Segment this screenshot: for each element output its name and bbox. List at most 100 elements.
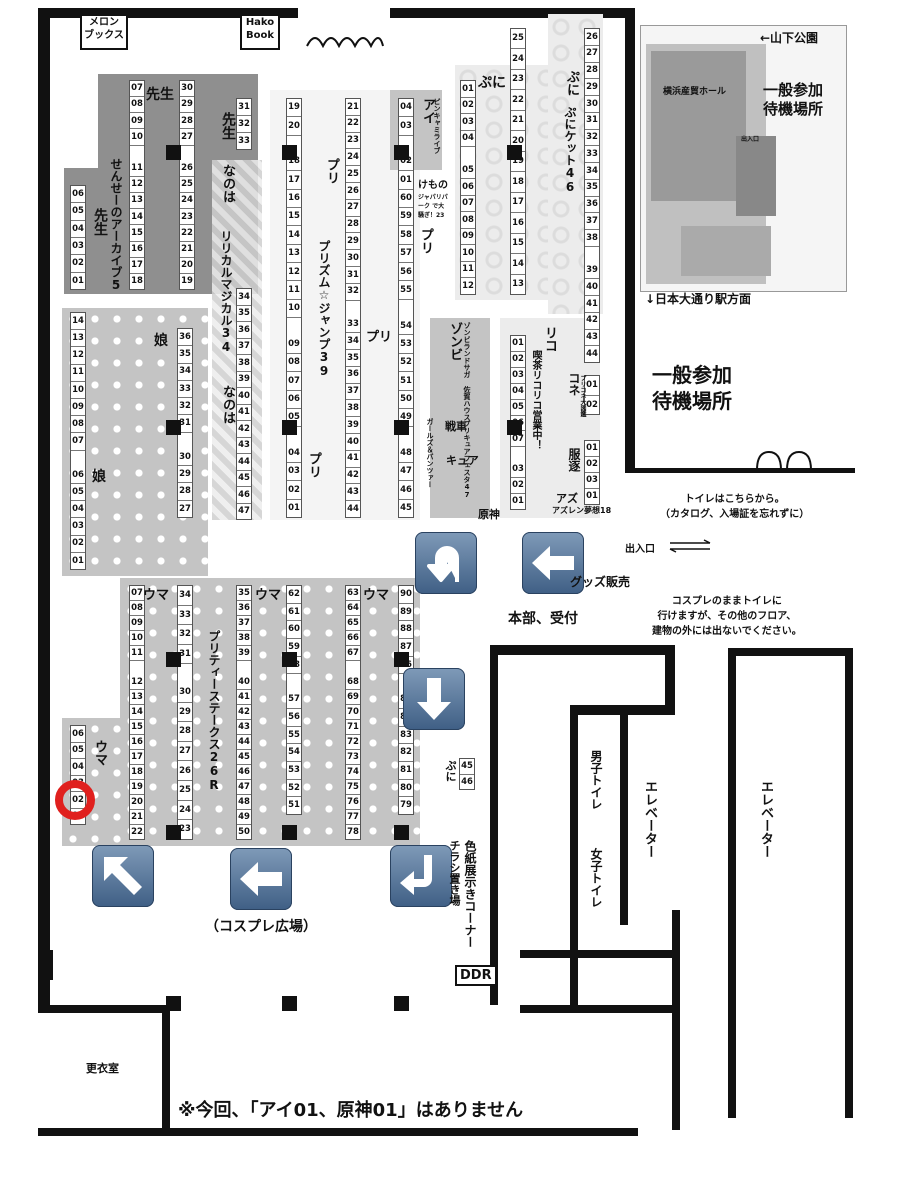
- circle-space[interactable]: 17: [130, 750, 144, 765]
- circle-space[interactable]: 28: [178, 722, 192, 742]
- circle-space[interactable]: 25: [346, 166, 360, 183]
- circle-space[interactable]: 21: [130, 810, 144, 825]
- circle-space[interactable]: 20: [287, 117, 301, 136]
- circle-space[interactable]: 37: [346, 384, 360, 401]
- circle-space[interactable]: 45: [237, 471, 251, 487]
- circle-space[interactable]: 51: [288, 800, 300, 811]
- circle-space[interactable]: 10: [130, 631, 144, 646]
- circle-space[interactable]: 28: [178, 483, 192, 501]
- circle-space[interactable]: 13: [130, 193, 144, 210]
- circle-space[interactable]: 25: [178, 781, 192, 801]
- circle-space[interactable]: 23: [179, 824, 191, 835]
- circle-space[interactable]: 37: [585, 213, 599, 230]
- circle-space[interactable]: 62: [287, 586, 301, 604]
- circle-space[interactable]: 40: [585, 279, 599, 296]
- circle-space[interactable]: 02: [511, 478, 525, 495]
- circle-space[interactable]: 31: [585, 113, 599, 130]
- circle-space[interactable]: 03: [71, 518, 85, 536]
- circle-space[interactable]: 41: [237, 690, 251, 705]
- circle-space[interactable]: 47: [399, 463, 413, 482]
- circle-space[interactable]: 14: [130, 705, 144, 720]
- circle-space[interactable]: 36: [237, 601, 251, 616]
- circle-space[interactable]: 49: [237, 810, 251, 825]
- circle-space[interactable]: 02: [585, 457, 599, 473]
- group-azu[interactable]: アズ: [556, 492, 578, 505]
- group-puri-2[interactable]: プリ: [418, 228, 433, 254]
- circle-space[interactable]: 32: [237, 116, 251, 133]
- circle-space[interactable]: 09: [287, 335, 301, 354]
- circle-space[interactable]: 39: [346, 417, 360, 434]
- circle-space[interactable]: 42: [237, 705, 251, 720]
- circle-space[interactable]: 73: [346, 750, 360, 765]
- circle-space[interactable]: 30: [178, 449, 192, 467]
- circle-space[interactable]: 35: [178, 346, 192, 364]
- circle-space[interactable]: 81: [399, 762, 413, 780]
- circle-space[interactable]: 06: [287, 391, 301, 409]
- circle-space[interactable]: 17: [511, 193, 525, 214]
- circle-space[interactable]: 40: [237, 675, 251, 690]
- circle-space[interactable]: 34: [237, 289, 251, 306]
- circle-space[interactable]: 01: [512, 496, 524, 507]
- group-puni-2[interactable]: ぷに: [564, 70, 579, 96]
- circle-space[interactable]: 26: [585, 29, 599, 46]
- circle-space[interactable]: 03: [461, 114, 475, 131]
- circle-space[interactable]: 27: [178, 742, 192, 762]
- circle-space[interactable]: 07: [287, 372, 301, 391]
- circle-space[interactable]: 60: [399, 190, 413, 209]
- circle-space[interactable]: 45: [237, 750, 251, 765]
- circle-space[interactable]: 39: [585, 263, 599, 280]
- circle-space[interactable]: 13: [512, 279, 524, 290]
- circle-space[interactable]: 59: [399, 208, 413, 227]
- circle-space[interactable]: 17: [287, 171, 301, 190]
- circle-space[interactable]: 48: [399, 445, 413, 463]
- circle-space[interactable]: 30: [346, 250, 360, 267]
- circle-space[interactable]: 34: [178, 586, 192, 606]
- circle-space[interactable]: 35: [346, 350, 360, 367]
- circle-space[interactable]: 16: [287, 190, 301, 209]
- circle-space[interactable]: 42: [237, 421, 251, 438]
- circle-space[interactable]: 12: [462, 280, 474, 291]
- circle-space[interactable]: 01: [288, 502, 300, 513]
- circle-space[interactable]: 17: [130, 258, 144, 274]
- circle-space[interactable]: 18: [511, 172, 525, 193]
- circle-space[interactable]: 14: [287, 226, 301, 245]
- circle-space[interactable]: 08: [287, 354, 301, 373]
- circle-space[interactable]: 01: [585, 376, 599, 396]
- circle-space[interactable]: 14: [130, 209, 144, 226]
- circle-space[interactable]: 22: [131, 826, 143, 837]
- circle-space[interactable]: 76: [346, 795, 360, 810]
- group-puri-1[interactable]: プリ: [324, 158, 339, 184]
- circle-space[interactable]: 02: [71, 255, 85, 273]
- circle-space[interactable]: 01: [511, 336, 525, 352]
- circle-space[interactable]: 88: [399, 621, 413, 640]
- group-riko[interactable]: リコ: [542, 326, 557, 352]
- group-sensha[interactable]: 戦車: [445, 420, 467, 433]
- circle-space[interactable]: 25: [180, 177, 194, 194]
- circle-space[interactable]: 33: [178, 381, 192, 399]
- circle-space[interactable]: 53: [399, 335, 413, 354]
- group-puni-1[interactable]: ぷに: [478, 75, 506, 91]
- circle-space[interactable]: 30: [180, 81, 194, 98]
- group-puri-4[interactable]: プリ: [306, 452, 321, 478]
- circle-space[interactable]: 65: [346, 616, 360, 631]
- circle-space[interactable]: 50: [238, 826, 250, 837]
- circle-space[interactable]: 19: [130, 780, 144, 795]
- circle-space[interactable]: 03: [585, 473, 599, 489]
- circle-space[interactable]: 20: [180, 258, 194, 274]
- circle-space[interactable]: 13: [130, 690, 144, 705]
- circle-space[interactable]: 75: [346, 780, 360, 795]
- circle-space[interactable]: 18: [131, 276, 143, 287]
- circle-space[interactable]: 03: [399, 117, 413, 136]
- circle-space[interactable]: 19: [287, 99, 301, 118]
- circle-space[interactable]: 23: [346, 133, 360, 150]
- circle-space[interactable]: 52: [399, 354, 413, 373]
- circle-space[interactable]: 31: [178, 415, 192, 433]
- circle-space[interactable]: 54: [287, 744, 301, 762]
- circle-space[interactable]: 13: [71, 330, 85, 348]
- circle-space[interactable]: 08: [130, 601, 144, 616]
- circle-space[interactable]: 56: [287, 709, 301, 727]
- circle-space[interactable]: 40: [237, 388, 251, 405]
- circle-space[interactable]: 41: [585, 296, 599, 313]
- circle-space[interactable]: 04: [511, 384, 525, 400]
- circle-space[interactable]: 18: [130, 765, 144, 780]
